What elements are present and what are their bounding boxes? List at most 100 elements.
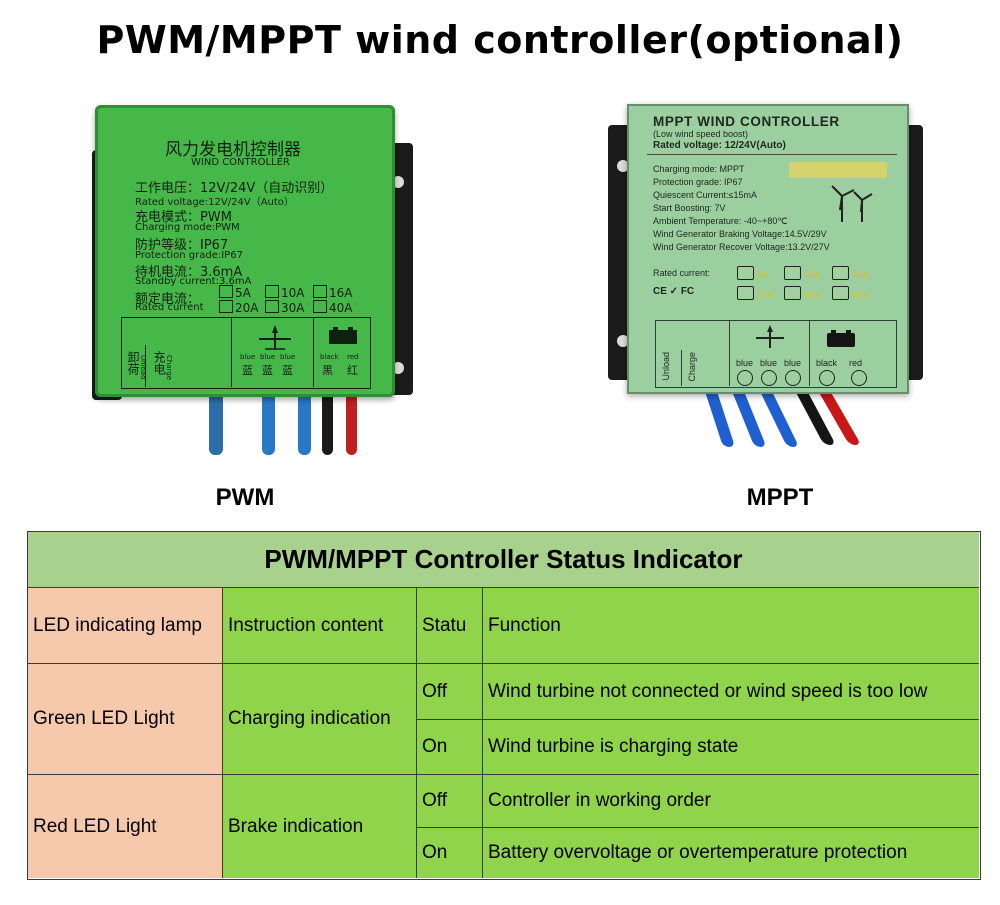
mppt-screw-5: [851, 370, 867, 386]
pwm-current-40a: 40A: [313, 300, 352, 315]
red-led-status-off: Off: [417, 775, 483, 828]
pwm-current-10a: 10A: [265, 285, 304, 300]
pwm-line4-en: Standby current:3.6mA: [135, 276, 252, 287]
mppt-current-30a: 30A: [784, 286, 821, 301]
green-led-lamp: Green LED Light: [28, 664, 223, 775]
pwm-caption: PWM: [215, 484, 275, 511]
mppt-spec5: Ambient Temperature: -40~+80℃: [653, 216, 788, 226]
pwm-terminal-red: red: [347, 353, 359, 361]
pwm-rated-en: Rated current: [135, 302, 204, 313]
mppt-terminal-black: black: [816, 358, 838, 368]
mppt-current-10a: 10A: [784, 266, 821, 281]
mppt-battery-icon: [827, 330, 855, 347]
mppt-terminal-divider-3: [809, 320, 810, 386]
header-status: Statu: [417, 588, 483, 664]
mppt-terminal-strip: [655, 320, 897, 388]
header-led-lamp: LED indicating lamp: [28, 588, 223, 664]
mppt-turbines-icon: [831, 185, 873, 222]
pwm-cable-red: [346, 385, 357, 455]
pwm-current-16a: 16A: [313, 285, 352, 300]
pwm-line3-en: Protection grade:IP67: [135, 250, 243, 261]
pwm-rated-cn: 额定电流：: [135, 292, 201, 307]
pwm-cable-blue-1: [262, 385, 275, 455]
header-function: Function: [483, 588, 979, 664]
pwm-unload-cn: 卸荷: [126, 351, 140, 375]
mppt-caption: MPPT: [746, 484, 814, 511]
mppt-spec2: Protection grade: IP67: [653, 177, 743, 187]
mppt-subtitle: (Low wind speed boost): [653, 129, 749, 139]
pwm-battery-icon: [329, 327, 357, 344]
header-instruction: Instruction content: [223, 588, 417, 664]
pwm-mount-hole-top: [392, 176, 404, 188]
pwm-cn-title: 风力发电机控制器: [165, 140, 301, 160]
mppt-rated: Rated voltage: 12/24V(Auto): [653, 140, 786, 151]
mppt-screw-1: [737, 370, 753, 386]
green-led-function-off: Wind turbine not connected or wind speed…: [483, 664, 979, 720]
mppt-mount-hole-top: [617, 160, 629, 172]
green-led-function-on: Wind turbine is charging state: [483, 720, 979, 775]
mppt-spec4: Start Boosting: 7V: [653, 203, 726, 213]
pwm-mount-hole-bottom: [392, 362, 404, 374]
mppt-screw-4: [819, 370, 835, 386]
mppt-terminal-blue-3: blue: [784, 358, 802, 368]
green-led-status-on: On: [417, 720, 483, 775]
mppt-current-5a: 5A: [737, 266, 768, 281]
red-led-function-on: Battery overvoltage or overtemperature p…: [483, 828, 979, 878]
mppt-charge: Charge: [687, 352, 697, 382]
red-led-function-off: Controller in working order: [483, 775, 979, 828]
mppt-logo-badge: [789, 162, 887, 178]
red-led-lamp: Red LED Light: [28, 775, 223, 878]
pwm-cable-blue-2: [298, 385, 311, 455]
pwm-terminal-red-cn: 红: [347, 364, 358, 377]
mppt-cable-blue-1: [702, 385, 736, 447]
pwm-terminal-divider-1: [145, 345, 146, 387]
pwm-current-20a: 20A: [219, 300, 258, 315]
mppt-current-40a: 40A: [832, 286, 869, 301]
pwm-terminal-divider-3: [313, 317, 314, 387]
mppt-certification-marks: CE ✓ FC: [653, 286, 695, 297]
mppt-controller-body: MPPT WIND CONTROLLER (Low wind speed boo…: [627, 104, 909, 394]
pwm-terminal-blue-cn-3: 蓝: [282, 364, 293, 377]
pwm-terminal-strip: [121, 317, 371, 389]
mppt-turbine-icon: [756, 325, 784, 348]
mppt-screw-3: [785, 370, 801, 386]
pwm-line1-en: Rated voltage:12V/24V（Auto）: [135, 197, 294, 208]
pwm-cable-black: [322, 385, 333, 455]
mppt-cable-blue-3: [756, 385, 800, 447]
red-led-status-on: On: [417, 828, 483, 878]
red-led-instruction: Brake indication: [223, 775, 417, 878]
mppt-current-20a: 20A: [737, 286, 774, 301]
mppt-unload: Unload: [661, 352, 671, 381]
pwm-terminal-black-cn: 黑: [322, 364, 333, 377]
pwm-cable-grey: [209, 385, 223, 455]
pwm-terminal-blue-cn-1: 蓝: [242, 364, 253, 377]
pwm-terminal-blue-3: blue: [280, 353, 296, 361]
pwm-line3-cn: 防护等级：IP67: [135, 238, 229, 253]
mppt-mount-hole-bottom: [617, 335, 629, 347]
pwm-terminal-divider-2: [231, 317, 232, 387]
pwm-en-title: WIND CONTROLLER: [191, 157, 290, 168]
mppt-current-16a: 16A: [832, 266, 869, 281]
mppt-terminal-divider-2: [729, 320, 730, 386]
pwm-terminal-blue-cn-2: 蓝: [262, 364, 273, 377]
mppt-header-divider: [647, 154, 897, 155]
pwm-line2-cn: 充电模式：PWM: [135, 210, 232, 225]
mppt-spec7: Wind Generator Recover Voltage:13.2V/27V: [653, 242, 830, 252]
mppt-terminal-blue-1: blue: [736, 358, 754, 368]
pwm-unload-en: Unload: [139, 355, 147, 380]
green-led-instruction: Charging indication: [223, 664, 417, 775]
pwm-terminal-black: black: [320, 353, 339, 361]
pwm-charge-en: Charge: [165, 355, 173, 381]
pwm-line4-cn: 待机电流：3.6mA: [135, 265, 243, 280]
pwm-charge-cn: 充电: [152, 351, 166, 375]
pwm-line1-cn: 工作电压：12V/24V（自动识别）: [135, 181, 334, 196]
mppt-screw-2: [761, 370, 777, 386]
mppt-spec6: Wind Generator Braking Voltage:14.5V/29V: [653, 229, 827, 239]
mppt-terminal-blue-2: blue: [760, 358, 778, 368]
table-title: PWM/MPPT Controller Status Indicator: [28, 532, 979, 588]
pwm-terminal-blue-2: blue: [260, 353, 276, 361]
mppt-terminal-divider-1: [681, 350, 682, 386]
mppt-spec1: Charging mode: MPPT: [653, 164, 745, 174]
green-led-status-off: Off: [417, 664, 483, 720]
mppt-rated-current: Rated current:: [653, 268, 711, 278]
